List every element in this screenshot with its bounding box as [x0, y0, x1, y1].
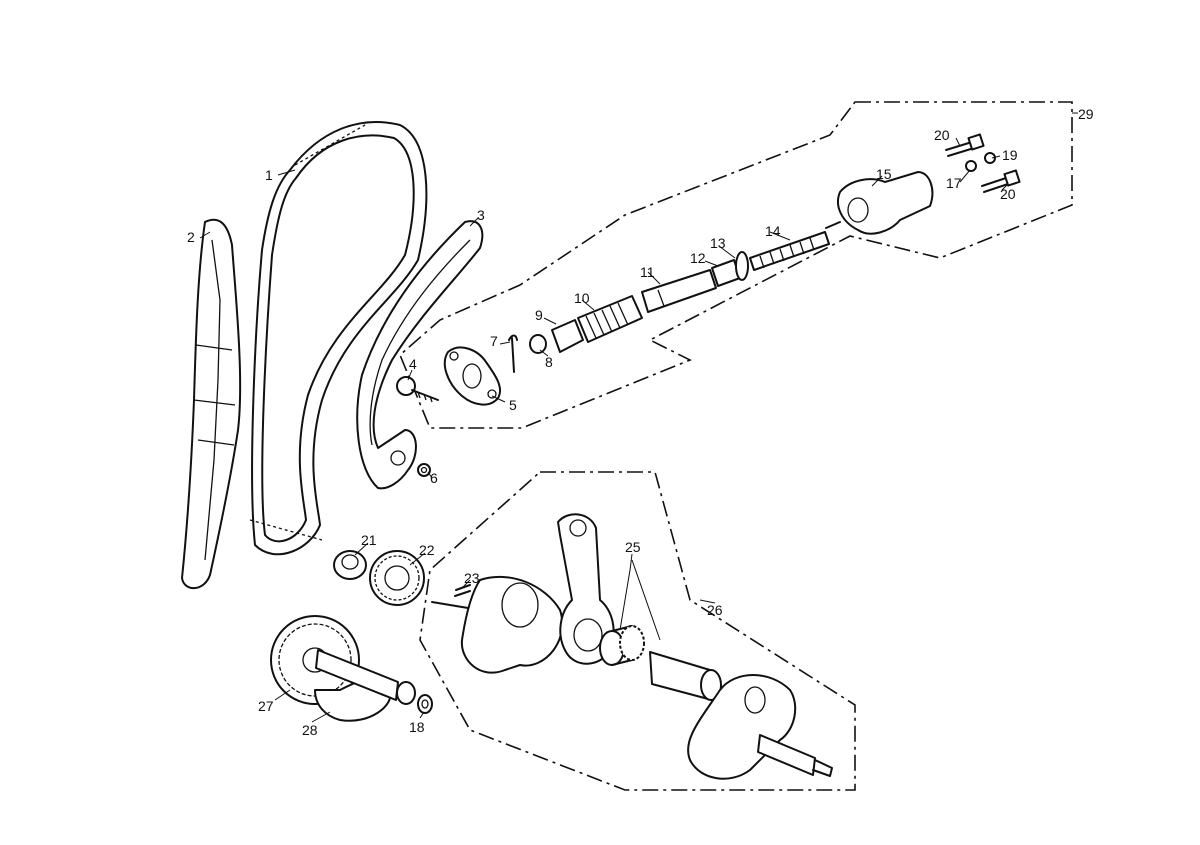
- plunger-cap: [529, 334, 547, 354]
- rod-gear: [711, 251, 749, 287]
- washer-18: [417, 694, 433, 714]
- group-outline-tensioner: [399, 101, 1073, 429]
- callout-13: 13: [710, 235, 726, 251]
- balance-shaft: [270, 615, 416, 722]
- group-outline-crankshaft: [419, 471, 856, 791]
- split-pin: [508, 334, 518, 373]
- chain-guide: [181, 218, 242, 590]
- callout-5: 5: [509, 397, 517, 413]
- tensioner-body: [825, 171, 934, 235]
- timing-gear: [369, 550, 425, 606]
- callout-21: 21: [361, 532, 377, 548]
- crankshaft-left: [431, 575, 564, 674]
- tensioner-bolts: [945, 133, 1021, 193]
- callout-20-top: 20: [934, 127, 950, 143]
- pivot-bolt: [396, 376, 439, 403]
- callout-12: 12: [690, 250, 706, 266]
- bushing: [333, 550, 367, 580]
- callout-29: 29: [1078, 106, 1094, 122]
- leader-lines: [199, 112, 1078, 723]
- callout-25: 25: [625, 539, 641, 555]
- tensioner-rod: [641, 269, 717, 313]
- woodruff-key: [454, 584, 471, 597]
- plunger-and-spring: [551, 295, 643, 353]
- callout-26: 26: [707, 602, 723, 618]
- crank-pin: [649, 651, 722, 701]
- timing-chain: [249, 121, 428, 556]
- callout-3: 3: [477, 207, 485, 223]
- callout-22: 22: [419, 542, 435, 558]
- callout-18: 18: [409, 719, 425, 735]
- tensioner-gasket: [443, 346, 502, 406]
- callout-11: 11: [640, 264, 655, 280]
- chain-tensioner-arm: [356, 220, 484, 490]
- callout-14: 14: [765, 223, 781, 239]
- callout-8: 8: [545, 354, 553, 370]
- callout-23: 23: [464, 570, 480, 586]
- callout-28: 28: [302, 722, 318, 738]
- callout-6: 6: [430, 470, 438, 486]
- crankshaft-right: [687, 674, 833, 780]
- needle-bearing: [599, 625, 645, 666]
- callout-4: 4: [409, 356, 417, 372]
- washer-6: [417, 463, 431, 477]
- callout-7: 7: [490, 333, 498, 349]
- callout-17: 17: [946, 175, 962, 191]
- callout-9: 9: [535, 307, 543, 323]
- callout-20-bottom: 20: [1000, 186, 1016, 202]
- callout-27: 27: [258, 698, 274, 714]
- callout-15: 15: [876, 166, 892, 182]
- callout-19: 19: [1002, 147, 1018, 163]
- callout-2: 2: [187, 229, 195, 245]
- tensioner-spring: [749, 231, 830, 271]
- callout-10: 10: [574, 290, 590, 306]
- callout-1: 1: [265, 167, 273, 183]
